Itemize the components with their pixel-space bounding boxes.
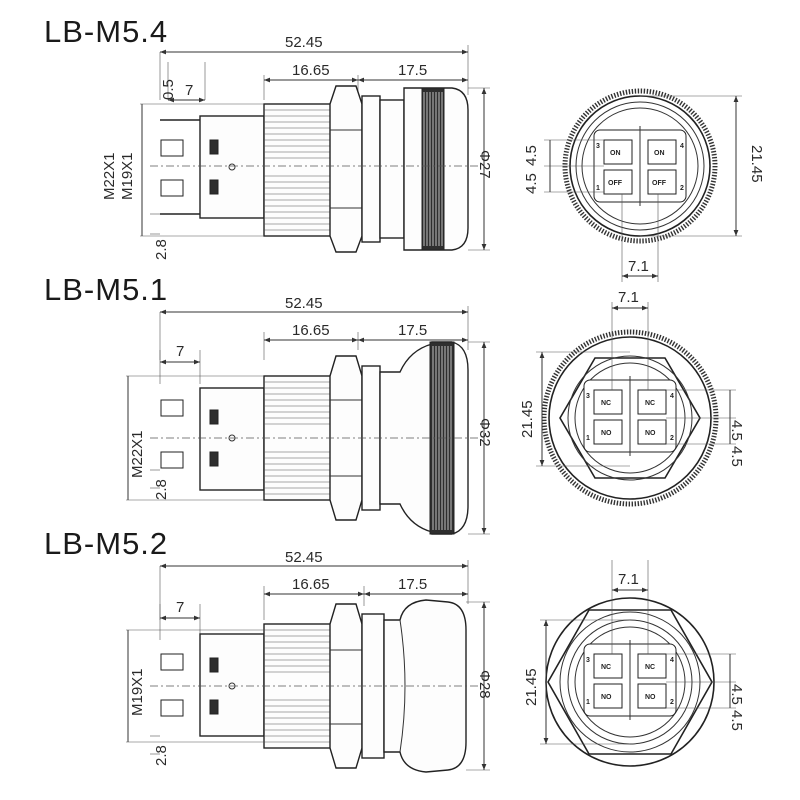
contact-label: NC bbox=[645, 664, 655, 671]
contact-bottom-right bbox=[647, 169, 677, 195]
contact-label: NC bbox=[601, 400, 611, 407]
contact-label: NO bbox=[601, 694, 612, 701]
dim-pin-gap: 0.5 bbox=[160, 79, 177, 100]
contact-top-left bbox=[593, 389, 623, 415]
dim-offset: 2.8 bbox=[153, 239, 170, 260]
dim-head-diameter: Φ27 bbox=[476, 150, 493, 179]
dim-body: 16.65 bbox=[292, 322, 330, 339]
thread-outer: M22X1 bbox=[101, 152, 118, 200]
contact-number: 2 bbox=[670, 435, 674, 442]
dim-body: 16.65 bbox=[292, 62, 330, 79]
contact-label: ON bbox=[610, 150, 621, 157]
dim-pitch-b: 4.5 bbox=[523, 173, 540, 194]
dim-body: 16.65 bbox=[292, 576, 330, 593]
contact-bottom-left bbox=[593, 419, 623, 445]
model-lb-m5-4: LB-M5.4 52.45 16.65 17.5 7 0.5 bbox=[44, 14, 765, 282]
terminal-bottom bbox=[160, 451, 184, 469]
dim-overall: 52.45 bbox=[285, 34, 323, 51]
contact-number: 2 bbox=[680, 185, 684, 192]
bezel-flange bbox=[361, 95, 381, 243]
switch-block bbox=[199, 633, 265, 737]
dim-head-diameter: Φ28 bbox=[476, 670, 493, 699]
dim-pitch-b: 4.5 bbox=[728, 710, 745, 731]
contact-number: 3 bbox=[586, 393, 590, 400]
terminal-bottom bbox=[160, 699, 184, 717]
contact-bottom-left bbox=[593, 683, 623, 709]
dim-pin-length: 7 bbox=[176, 343, 184, 360]
terminal-bottom bbox=[160, 179, 184, 197]
knurl-band bbox=[421, 87, 445, 251]
contact-bottom-right bbox=[637, 683, 667, 709]
dim-width: 21.45 bbox=[748, 145, 765, 183]
front-view: NC NC NO NO 3 4 1 2 7.1 21.45 4.5 4.5 bbox=[519, 289, 745, 507]
dim-bottom: 7.1 bbox=[628, 258, 649, 275]
dim-pitch-a: 4.5 bbox=[728, 684, 745, 705]
threaded-body bbox=[263, 103, 337, 237]
thread-inner: M19X1 bbox=[119, 152, 136, 200]
contact-number: 4 bbox=[670, 657, 674, 664]
side-view: 52.45 16.65 17.5 7 bbox=[126, 295, 493, 535]
contact-label: NO bbox=[601, 430, 612, 437]
contact-top-right bbox=[647, 139, 677, 165]
dim-width: 21.45 bbox=[519, 400, 536, 438]
contact-bottom-right bbox=[637, 419, 667, 445]
contact-label: NC bbox=[601, 664, 611, 671]
terminal-top bbox=[160, 653, 184, 671]
model-title: LB-M5.4 bbox=[44, 14, 168, 49]
contact-bottom-left bbox=[603, 169, 633, 195]
dim-pin-length: 7 bbox=[176, 599, 184, 616]
contact-number: 2 bbox=[670, 699, 674, 706]
front-view: NC NC NO NO 3 4 1 2 7.1 21.45 4.5 4.5 bbox=[523, 560, 745, 767]
dim-head: 17.5 bbox=[398, 576, 427, 593]
terminal-top bbox=[160, 139, 184, 157]
dim-top: 7.1 bbox=[618, 289, 639, 306]
contact-number: 3 bbox=[596, 143, 600, 150]
dim-offset: 2.8 bbox=[153, 479, 170, 500]
model-title: LB-M5.1 bbox=[44, 272, 168, 307]
model-lb-m5-2: LB-M5.2 52.45 16.65 17.5 7 bbox=[44, 526, 745, 773]
side-view: 52.45 16.65 17.5 7 0.5 bbox=[101, 34, 493, 260]
contact-number: 1 bbox=[596, 185, 600, 192]
led-mark bbox=[228, 163, 236, 171]
dim-head-diameter: Φ32 bbox=[476, 418, 493, 447]
dim-head: 17.5 bbox=[398, 322, 427, 339]
terminal-top bbox=[160, 399, 184, 417]
contact-number: 4 bbox=[670, 393, 674, 400]
dim-pitch-b: 4.5 bbox=[728, 446, 745, 467]
contact-top-left bbox=[593, 653, 623, 679]
dim-pitch-a: 4.5 bbox=[728, 420, 745, 441]
dim-head: 17.5 bbox=[398, 62, 427, 79]
contact-number: 4 bbox=[680, 143, 684, 150]
dim-offset: 2.8 bbox=[153, 745, 170, 766]
contact-label: ON bbox=[654, 150, 665, 157]
side-view: 52.45 16.65 17.5 7 bbox=[126, 549, 493, 773]
contact-top-right bbox=[637, 389, 667, 415]
contact-label: NC bbox=[645, 400, 655, 407]
dim-top: 7.1 bbox=[618, 571, 639, 588]
dim-overall: 52.45 bbox=[285, 295, 323, 312]
contact-label: OFF bbox=[652, 180, 667, 187]
switch-block bbox=[199, 387, 265, 491]
thread-outer: M22X1 bbox=[129, 430, 146, 478]
model-lb-m5-1: LB-M5.1 52.45 16.65 17.5 7 bbox=[44, 272, 745, 535]
contact-number: 3 bbox=[586, 657, 590, 664]
hex-nut bbox=[329, 85, 363, 253]
model-title: LB-M5.2 bbox=[44, 526, 168, 561]
contact-label: NO bbox=[645, 694, 656, 701]
dim-width: 21.45 bbox=[523, 668, 540, 706]
switch-block bbox=[199, 115, 265, 219]
dim-pitch-a: 4.5 bbox=[523, 145, 540, 166]
contact-label: OFF bbox=[608, 180, 623, 187]
contact-number: 1 bbox=[586, 435, 590, 442]
dim-overall: 52.45 bbox=[285, 549, 323, 566]
front-view: ON ON OFF OFF 3 4 1 2 21.45 4.5 4.5 bbox=[523, 88, 765, 282]
contact-top-left bbox=[603, 139, 633, 165]
dim-pin-length: 7 bbox=[185, 82, 193, 99]
contact-top-right bbox=[637, 653, 667, 679]
contact-label: NO bbox=[645, 430, 656, 437]
thread-inner: M19X1 bbox=[129, 668, 146, 716]
contact-number: 1 bbox=[586, 699, 590, 706]
